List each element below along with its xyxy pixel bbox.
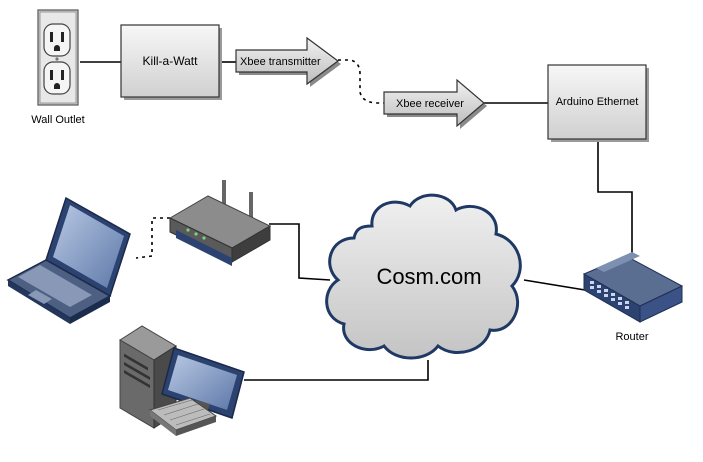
kill-a-watt-box: Kill-a-Watt <box>120 24 222 100</box>
desktop-to-cloud-line <box>244 360 429 381</box>
cloud-to-router-line <box>523 279 586 291</box>
wall-outlet: Wall Outlet <box>31 9 85 126</box>
wall-outlet-label: Wall Outlet <box>31 114 84 126</box>
router: Router <box>582 252 684 343</box>
desktop-computer <box>119 325 245 436</box>
xbee-receiver-label: Xbee receiver <box>396 98 464 110</box>
laptop-icon <box>6 196 131 324</box>
router-icon <box>582 252 684 323</box>
cloud-icon <box>325 193 522 360</box>
power-outlet-icon <box>37 9 79 106</box>
desktop-computer-icon <box>119 325 245 436</box>
laptop-wireless-link <box>135 217 170 259</box>
kill-a-watt-label: Kill-a-Watt <box>143 54 199 68</box>
cloud-label: Cosm.com <box>376 264 481 289</box>
laptop <box>6 196 131 324</box>
xbee-transmitter-arrow: Xbee transmitter <box>235 36 341 87</box>
wireless-router <box>168 180 272 266</box>
xbee-transmitter-label: Xbee transmitter <box>240 56 321 68</box>
wifi-to-cloud-line <box>269 223 331 281</box>
connections <box>80 59 633 381</box>
arduino-to-router-line <box>597 140 633 258</box>
arduino-ethernet-box: Arduino Ethernet <box>547 64 649 142</box>
wireless-router-icon <box>168 180 272 266</box>
xbee-wireless-link <box>338 59 384 104</box>
router-label: Router <box>615 331 648 343</box>
cosm-cloud: Cosm.com <box>325 193 522 360</box>
arduino-ethernet-label: Arduino Ethernet <box>556 96 639 108</box>
xbee-receiver-arrow: Xbee receiver <box>383 78 487 129</box>
